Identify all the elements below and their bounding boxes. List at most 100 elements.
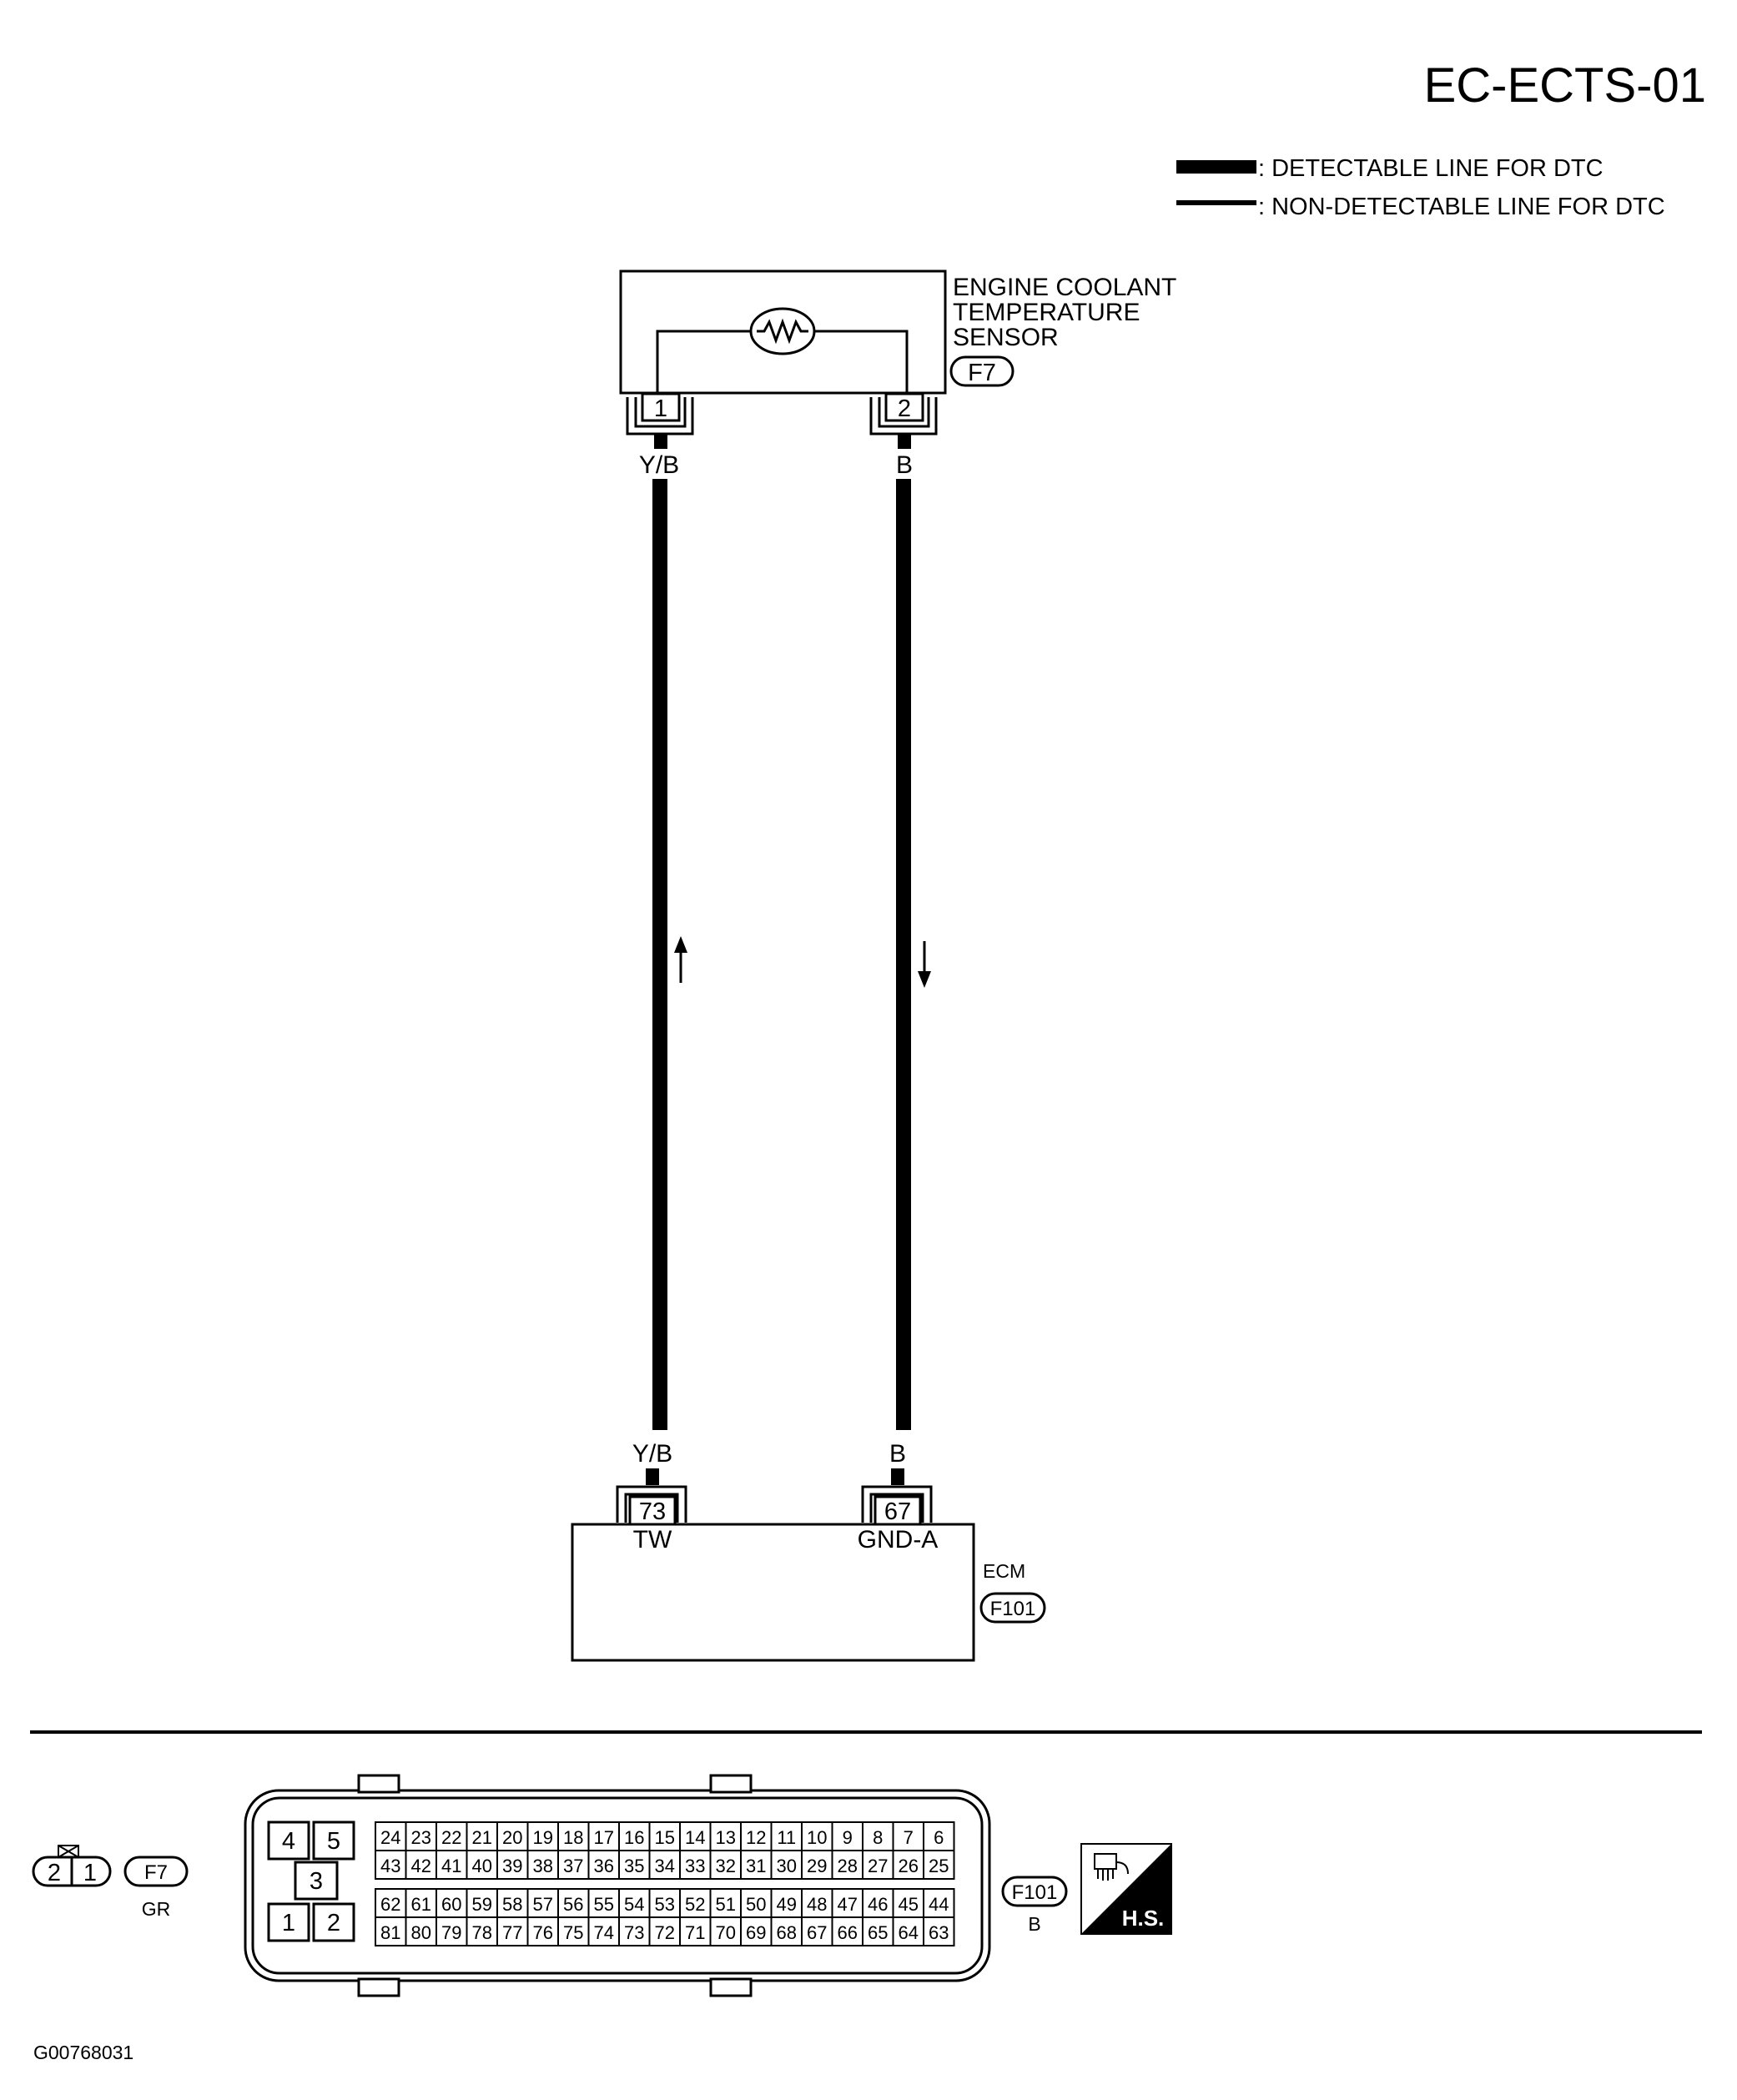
- f101-cavity-number: 35: [624, 1856, 644, 1876]
- f101-cavity-5: [312, 1821, 355, 1861]
- connector-bracket-inner: [624, 1493, 679, 1523]
- f101-cavity: [526, 1916, 559, 1946]
- f101-cavity-number: 74: [594, 1922, 614, 1943]
- f101-pin-2: 2: [327, 1910, 340, 1936]
- f101-cavity: [923, 1850, 955, 1880]
- hs-triangle: [1081, 1844, 1171, 1934]
- arrow-up-icon: [674, 936, 687, 983]
- f101-pin-3: 3: [310, 1868, 323, 1895]
- f101-cavity-number: 31: [746, 1856, 766, 1876]
- f101-cavity-number: 14: [685, 1827, 705, 1848]
- f7-color: GR: [142, 1898, 171, 1920]
- f101-cavity-number: 15: [655, 1827, 675, 1848]
- f101-cavity-number: 19: [533, 1827, 553, 1848]
- f101-cavity-number: 58: [502, 1894, 522, 1915]
- f101-cavity-number: 76: [533, 1922, 553, 1943]
- f7-label-badge: [123, 1856, 189, 1887]
- f101-cavity-number: 67: [807, 1922, 827, 1943]
- f101-latch-bottom-right: [709, 1977, 753, 1997]
- f101-cavity-number: 77: [502, 1922, 522, 1943]
- f101-cavity-number: 68: [777, 1922, 797, 1943]
- pin-number: 73: [639, 1498, 666, 1525]
- f101-cavity-number: 18: [563, 1827, 583, 1848]
- f101-cavity-number: 9: [843, 1827, 853, 1848]
- f101-cavity: [831, 1850, 863, 1880]
- connector-bracket-inner: [634, 397, 687, 428]
- f101-cavity-number: 79: [441, 1922, 461, 1943]
- f7-pin-1: 1: [83, 1860, 97, 1886]
- connector-bracket: [616, 1485, 687, 1523]
- ecm-box: [571, 1523, 975, 1662]
- f101-cavity: [557, 1916, 590, 1946]
- ecm-module: TW GND-A ECM F101: [571, 1523, 1046, 1662]
- figure-code: G00768031: [33, 2042, 133, 2063]
- f101-cavity: [770, 1850, 803, 1880]
- f101-cavity: [740, 1888, 773, 1918]
- f101-latch-top-right: [709, 1774, 753, 1794]
- legend-thick-line: [1176, 160, 1256, 174]
- connector-bracket: [861, 1485, 933, 1523]
- f101-cavity-number: 20: [502, 1827, 522, 1848]
- f101-cavity-number: 50: [746, 1894, 766, 1915]
- f101-cavity-number: 57: [533, 1894, 553, 1915]
- f101-cavity: [587, 1850, 620, 1880]
- sensor-connector-badge: [949, 355, 1015, 387]
- f101-cavity: [801, 1916, 833, 1946]
- f7-pin-2: 2: [48, 1860, 61, 1886]
- f101-cavity-number: 13: [716, 1827, 736, 1848]
- sensor-internal-wire-right: [814, 330, 909, 399]
- f101-cavity-number: 75: [563, 1922, 583, 1943]
- f101-cavity-number: 7: [904, 1827, 914, 1848]
- f101-label: F101: [1012, 1881, 1058, 1904]
- f101-cavity-number: 65: [868, 1922, 888, 1943]
- f101-cavity-number: 72: [655, 1922, 675, 1943]
- f101-cavity-number: 11: [777, 1827, 796, 1848]
- legend-non-detectable: : NON-DETECTABLE LINE FOR DTC: [1258, 194, 1665, 220]
- hs-label: H.S.: [1122, 1906, 1165, 1931]
- f101-cavity-number: 8: [873, 1827, 883, 1848]
- f101-cavity-number: 51: [716, 1894, 736, 1915]
- f101-cavity-number: 25: [929, 1856, 949, 1876]
- ecm-terminal-gnd-a: GND-A: [858, 1526, 939, 1554]
- f101-cavity-number: 44: [929, 1894, 949, 1915]
- f101-cavity-number: 10: [807, 1827, 827, 1848]
- wire-b: [896, 479, 911, 1430]
- f101-housing-inner: [251, 1796, 984, 1975]
- harness-side-icon: H.S.: [1080, 1843, 1172, 1935]
- f101-pin-1: 1: [282, 1910, 295, 1936]
- f101-cavity-number: 52: [685, 1894, 705, 1915]
- f101-color: B: [1028, 1913, 1040, 1935]
- f101-cavity-number: 73: [624, 1922, 644, 1943]
- f101-cavity-number: 16: [624, 1827, 644, 1848]
- f101-cavity: [618, 1916, 651, 1946]
- f101-cavity: [375, 1850, 407, 1880]
- f101-cavity-number: 56: [563, 1894, 583, 1915]
- wire-color-top-right: B: [896, 451, 913, 479]
- f101-cavity-number: 34: [655, 1856, 675, 1876]
- f101-cavity-number: 61: [411, 1894, 431, 1915]
- f101-cavity-number: 41: [441, 1856, 461, 1876]
- f101-cavity-number: 22: [441, 1827, 461, 1848]
- f101-cavity: [526, 1888, 559, 1918]
- f101-cavity-1: [267, 1902, 310, 1942]
- ecm-connector-badge: [979, 1592, 1046, 1624]
- sensor-internal-wire: [656, 330, 751, 399]
- f101-cavity-number: 32: [716, 1856, 736, 1876]
- f101-cavity-number: 78: [472, 1922, 492, 1943]
- ecm-pin-73: 73: [616, 1485, 687, 1526]
- ecm-name: ECM: [983, 1560, 1025, 1582]
- f101-cavity-number: 28: [838, 1856, 858, 1876]
- f101-cavity-number: 59: [472, 1894, 492, 1915]
- f101-cavity-number: 64: [899, 1922, 919, 1943]
- f101-cavity: [679, 1850, 712, 1880]
- f101-latch-top-left: [357, 1774, 400, 1794]
- f101-cavity-number: 69: [746, 1922, 766, 1943]
- f101-cavity: [892, 1888, 924, 1918]
- arrow-down-icon: [918, 941, 931, 988]
- f101-cavity-number: 45: [899, 1894, 919, 1915]
- f101-pin-4: 4: [282, 1828, 295, 1855]
- resistor-zigzag: [757, 318, 808, 345]
- f101-cavity: [892, 1916, 924, 1946]
- f101-cavity-number: 29: [807, 1856, 827, 1876]
